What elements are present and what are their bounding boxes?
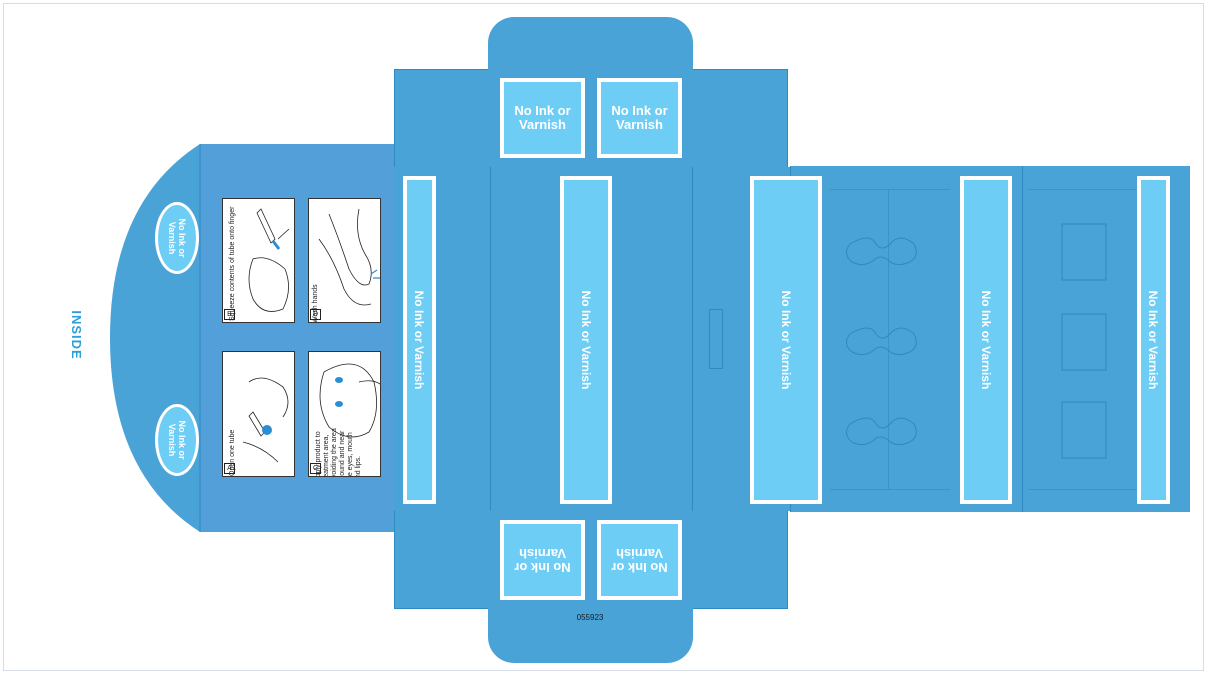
- slot-mark: [709, 309, 723, 369]
- step-d-text: Wash hands: [312, 284, 319, 323]
- oval-top-text: No Ink or Varnish: [167, 218, 187, 258]
- peg-shapes: [846, 237, 917, 446]
- no-ink-box-bottom-left: No Ink or Varnish: [500, 520, 585, 600]
- no-ink-box-top-right: No Ink or Varnish: [597, 78, 682, 158]
- instruction-panel-c: C Apply product to treatment area, avoid…: [308, 351, 381, 477]
- no-ink-strip-3: [750, 176, 822, 504]
- instruction-panel-b: B Squeeze contents of tube onto finger: [222, 198, 295, 323]
- top-left-dust-flap: [394, 69, 490, 169]
- strip-5-text: No Ink or Varnish: [1146, 290, 1160, 390]
- part-code: 055923: [576, 613, 604, 622]
- tube-finger-illustration: [248, 208, 290, 312]
- step-a-text: Open one tube: [229, 429, 236, 476]
- no-ink-oval-top: No Ink or Varnish: [155, 202, 199, 274]
- strip-4-text: No Ink or Varnish: [979, 290, 993, 390]
- instruction-panel-a: A Open one tube: [222, 351, 295, 477]
- instruction-panel-d: D Wash hands: [308, 198, 381, 323]
- strip-3-text: No Ink or Varnish: [779, 290, 793, 390]
- inside-label: INSIDE: [68, 310, 86, 360]
- no-ink-strip-1: [403, 176, 436, 504]
- step-b-badge: B: [224, 309, 235, 320]
- strip-1-text: No Ink or Varnish: [412, 290, 426, 390]
- lock-tab-shapes: [1061, 223, 1107, 459]
- no-ink-strip-5: [1137, 176, 1170, 504]
- dieline-frame: INSIDE No Ink or Varnish No Ink or Varni…: [3, 3, 1204, 671]
- step-c-badge: C: [310, 463, 321, 474]
- wash-hands-illustration: [318, 208, 380, 306]
- top-right-dust-flap: [692, 69, 788, 169]
- no-ink-box-top-left: No Ink or Varnish: [500, 78, 585, 158]
- no-ink-box-bottom-right: No Ink or Varnish: [597, 520, 682, 600]
- bottom-left-dust-flap: [394, 509, 490, 609]
- no-ink-strip-4: [960, 176, 1012, 504]
- open-tube-illustration: [242, 377, 289, 463]
- no-ink-strip-2: [560, 176, 612, 504]
- no-ink-oval-bottom: No Ink or Varnish: [155, 404, 199, 476]
- inside-label-text: INSIDE: [69, 310, 85, 360]
- step-a-badge: A: [224, 463, 235, 474]
- step-c-text: Apply product to treatment area, avoidin…: [315, 428, 362, 477]
- step-d-badge: D: [310, 309, 321, 320]
- step-b-text: Squeeze contents of tube onto finger: [229, 206, 236, 321]
- strip-2-text: No Ink or Varnish: [579, 290, 593, 390]
- face-apply-illustration: [319, 363, 380, 438]
- bottom-right-dust-flap: [692, 509, 788, 609]
- oval-bottom-text: No Ink or Varnish: [167, 420, 187, 460]
